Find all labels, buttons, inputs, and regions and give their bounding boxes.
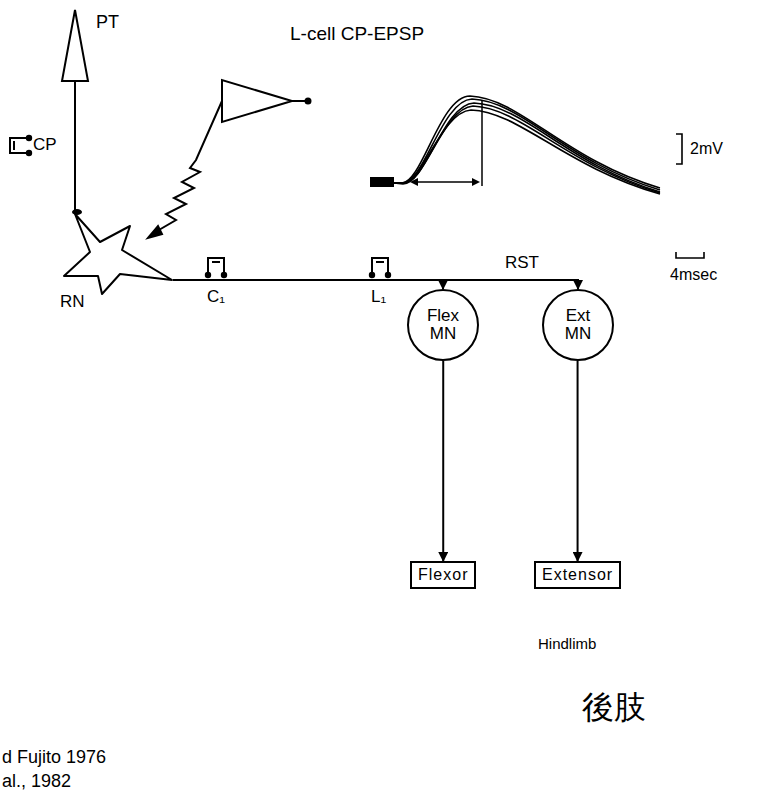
pyramidal-soma	[62, 10, 88, 81]
motoneuron-circle: Flex MN	[407, 289, 479, 361]
electrode-label: C₁	[207, 288, 225, 307]
node-label: PT	[96, 12, 119, 33]
node-label: Extensor	[542, 566, 613, 583]
electrode-label: L₁	[371, 288, 386, 307]
limb-label: Hindlimb	[538, 636, 596, 653]
node-label: Flex MN	[419, 307, 467, 343]
scale-label: 2mV	[690, 140, 723, 158]
connector	[442, 361, 444, 561]
connector	[74, 82, 76, 212]
stimulating-electrode	[10, 136, 31, 155]
time-scale-bar	[676, 252, 704, 258]
muscle-box: Extensor	[534, 561, 621, 589]
amplifier-symbol	[148, 80, 311, 238]
node-label: RN	[60, 292, 85, 312]
node-label: Flexor	[418, 566, 468, 583]
limb-label-japanese: 後肢	[582, 690, 646, 725]
node-label: Ext MN	[554, 307, 602, 343]
connector	[577, 361, 579, 561]
circle-outline	[543, 290, 613, 360]
trace-title: L-cell CP-EPSP	[290, 24, 424, 45]
motoneuron-circle: Ext MN	[542, 289, 614, 361]
synaptic-terminal	[72, 209, 82, 215]
epsp-trace	[370, 96, 660, 194]
pyramidal-neuron: PT	[58, 8, 120, 82]
circle-outline	[408, 290, 478, 360]
voltage-scale-bar	[676, 134, 682, 164]
electrode-label: CP	[33, 136, 57, 155]
tract-label: RST	[505, 254, 539, 273]
citation: al., 1982	[2, 772, 71, 792]
recording-electrode	[206, 258, 226, 277]
red-nucleus-neuron: RN	[60, 212, 173, 312]
scale-label: 4msec	[670, 266, 717, 284]
recording-electrode	[370, 258, 390, 277]
rn-soma	[64, 214, 172, 294]
citation: d Fujito 1976	[2, 748, 106, 768]
muscle-box: Flexor	[410, 561, 476, 589]
